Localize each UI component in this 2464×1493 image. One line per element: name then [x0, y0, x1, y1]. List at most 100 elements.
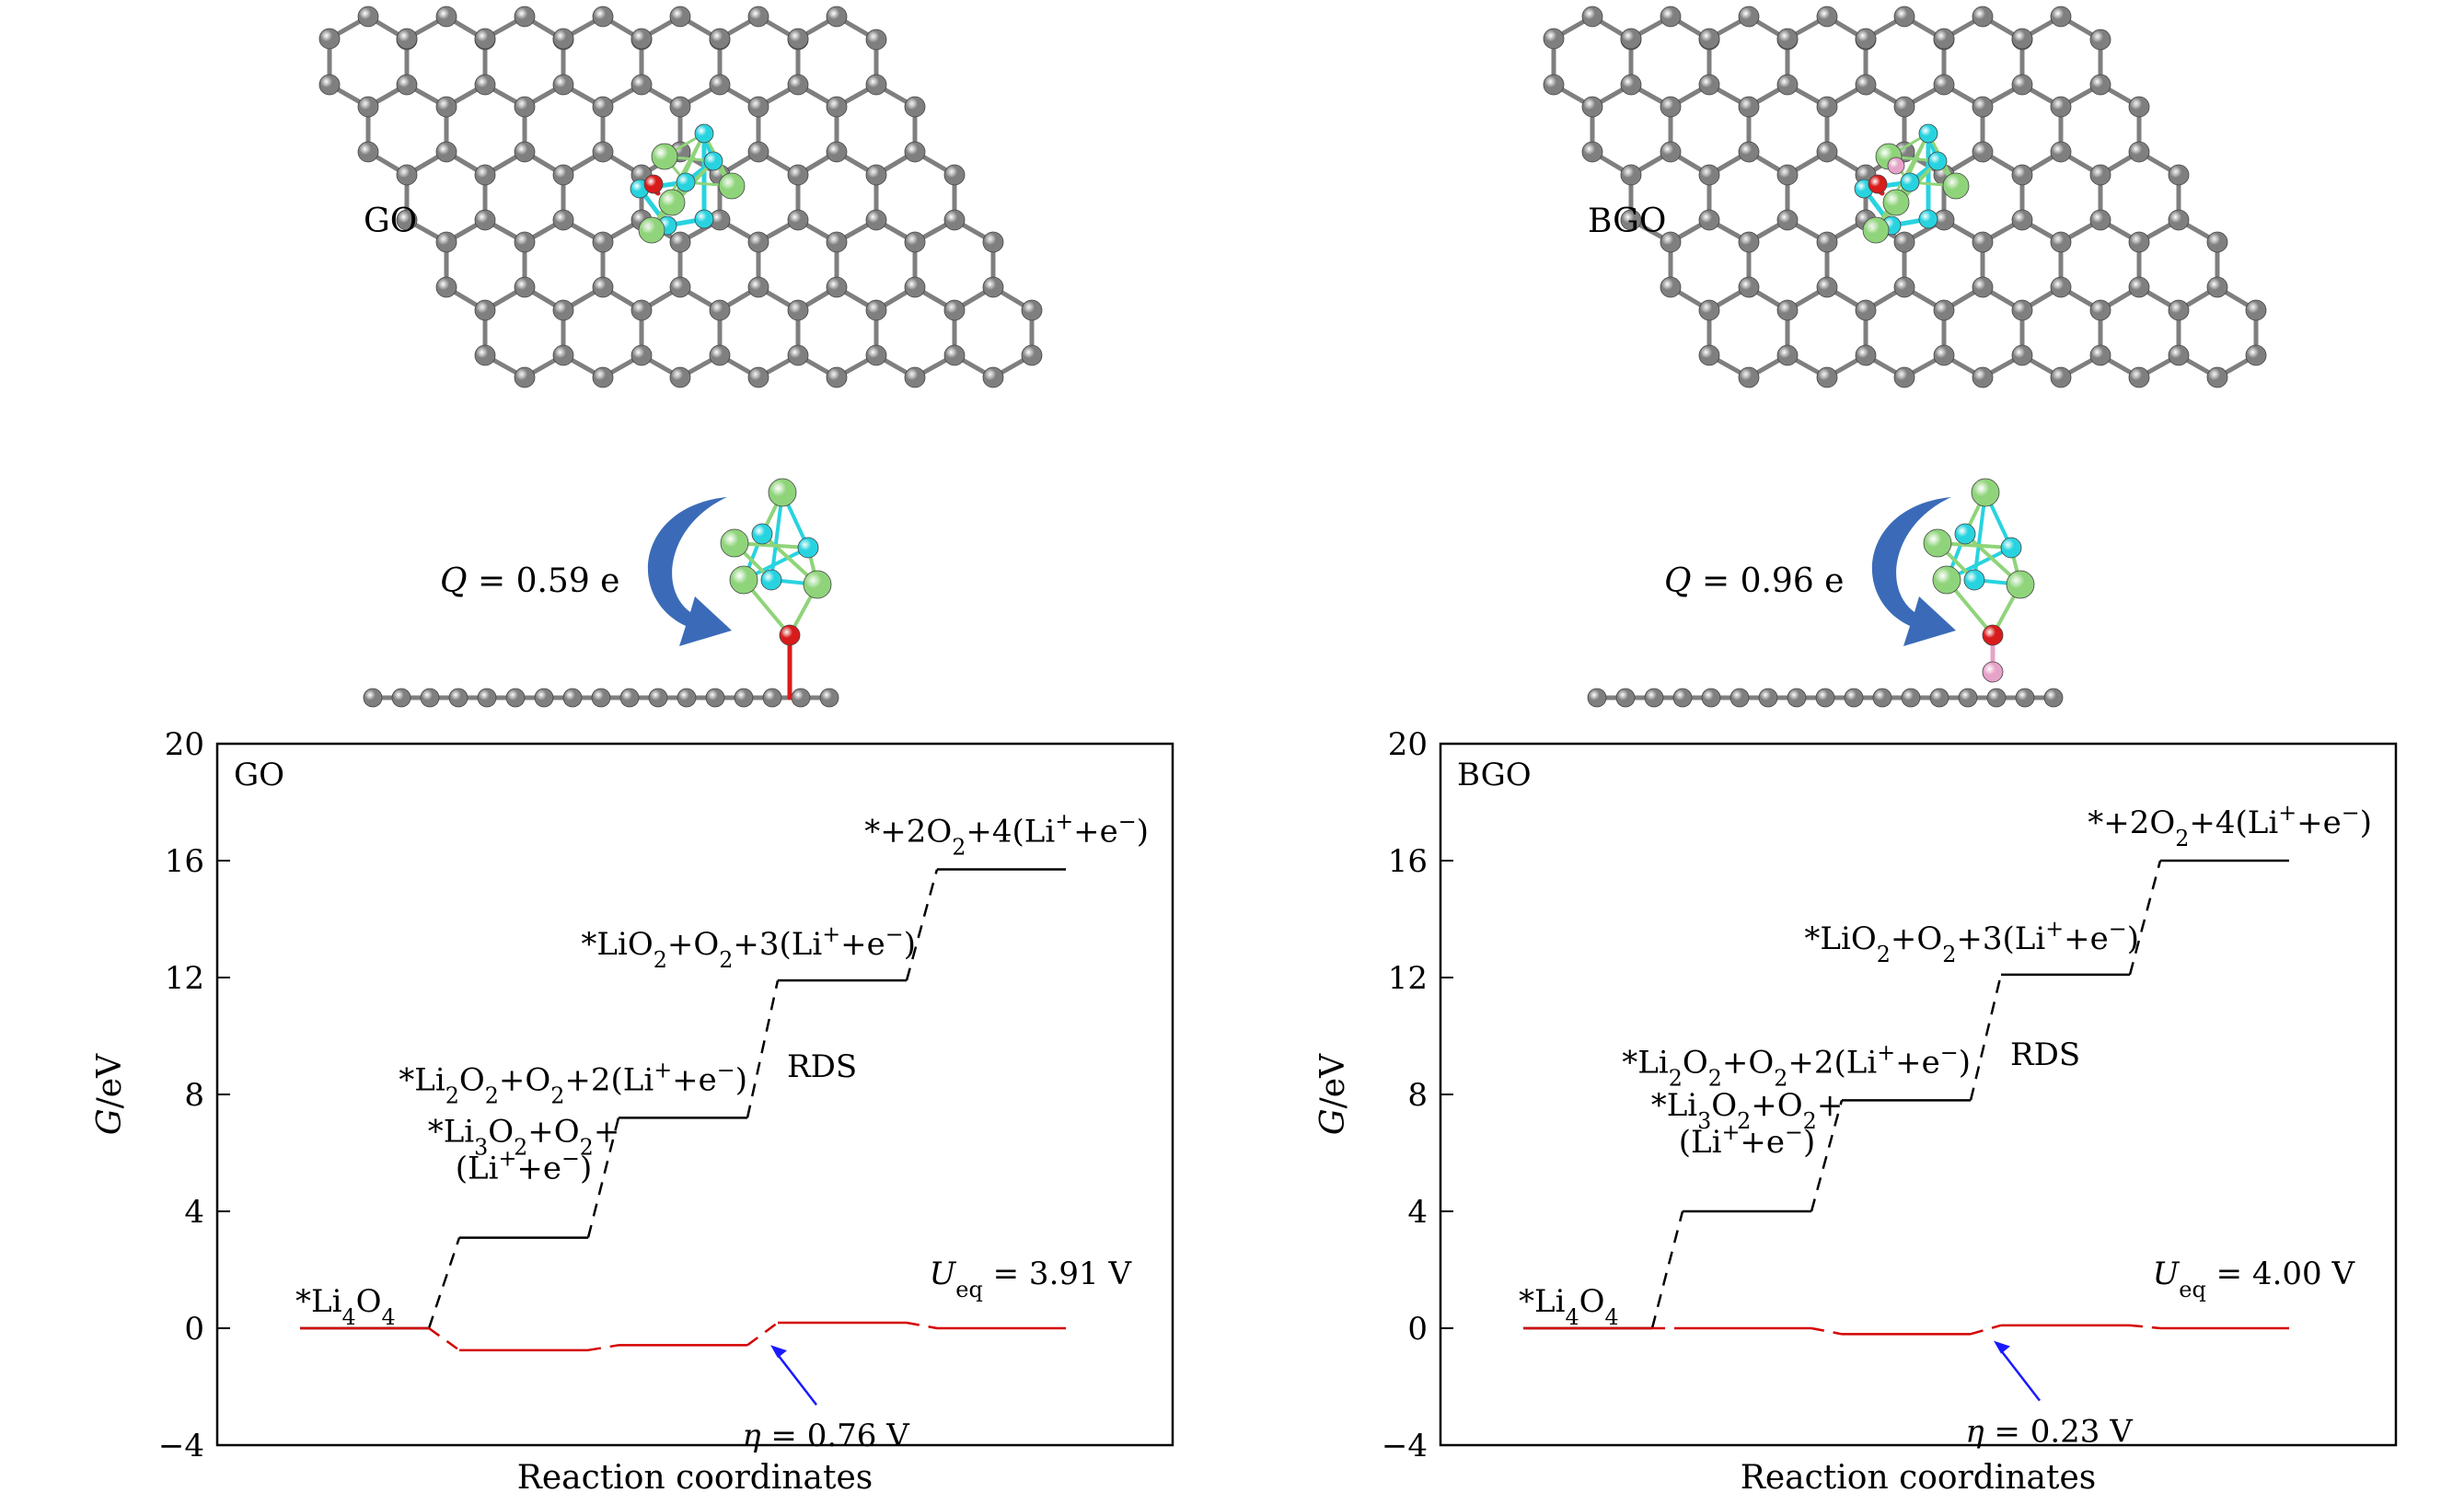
step-label: *+2O2+4(Li++e−)	[864, 809, 1149, 861]
carbon-atom	[552, 28, 574, 50]
step-label: *LiO2+O2+3(Li++e−)	[1804, 916, 2139, 967]
lithium-atom	[720, 528, 749, 558]
carbon-atom	[2089, 299, 2111, 321]
carbon-atom	[826, 141, 848, 163]
carbon-atom	[1620, 164, 1642, 186]
carbon-atom	[2168, 344, 2190, 366]
carbon-atom	[1698, 164, 1720, 186]
carbon-atom	[709, 28, 731, 50]
carbon-atom	[1776, 164, 1799, 186]
oxygen-atom	[694, 123, 714, 144]
step-label: (Li++e−)	[456, 1146, 593, 1187]
carbon-atom	[474, 299, 496, 321]
carbon-atom	[318, 74, 341, 96]
carbon-atom	[1872, 688, 1892, 708]
carbon-atom	[648, 688, 668, 708]
carbon-atom	[474, 164, 496, 186]
eta-pointer	[1998, 1347, 2041, 1402]
carbon-atom	[943, 299, 966, 321]
lithium-atom	[658, 189, 686, 216]
carbon-atom	[435, 231, 457, 253]
carbon-atom	[865, 299, 887, 321]
lithium-atom	[651, 143, 678, 170]
carbon-atom	[1958, 688, 1978, 708]
oxygen-atom	[694, 209, 714, 229]
carbon-atom	[630, 299, 653, 321]
carbon-atom	[2206, 366, 2228, 388]
oxygen-anchor-atom	[643, 174, 664, 194]
carbon-atom	[552, 164, 574, 186]
oxygen-anchor-atom	[779, 624, 801, 646]
carbon-atom	[2206, 276, 2228, 298]
graphene-top-view	[318, 6, 1043, 388]
equilibrium_potential-connector	[906, 1321, 938, 1330]
carbon-atom	[2043, 688, 2064, 708]
carbon-atom	[1758, 688, 1778, 708]
carbon-atom	[1698, 74, 1720, 96]
carbon-atom	[630, 344, 653, 366]
carbon-atom	[943, 344, 966, 366]
carbon-atom	[630, 74, 653, 96]
carbon-atom	[2011, 164, 2033, 186]
carbon-atom	[474, 344, 496, 366]
carbon-atom	[505, 688, 526, 708]
eta-label: η = 0.76 V	[742, 1418, 910, 1454]
oxygen-atom	[1954, 523, 1976, 545]
x-axis-label: Reaction coordinates	[517, 1459, 873, 1493]
carbon-atom	[2089, 344, 2111, 366]
boron-atom	[1887, 156, 1905, 175]
carbon-atom	[826, 96, 848, 118]
carbon-atom	[1660, 231, 1682, 253]
carbon-atom	[357, 141, 379, 163]
carbon-atom	[904, 141, 926, 163]
x-axis-label: Reaction coordinates	[1741, 1459, 2097, 1493]
carbon-atom	[1620, 28, 1642, 50]
carbon-atom	[1660, 141, 1682, 163]
carbon-atom	[2128, 366, 2150, 388]
plot-label: BGO	[1457, 757, 1532, 793]
carbon-atom	[1929, 688, 1949, 708]
y-axis-label: G/eV	[1314, 1053, 1352, 1135]
oxygen-atom	[2000, 537, 2022, 559]
carbon-atom	[2128, 231, 2150, 253]
oxygen-atom	[1963, 569, 1985, 591]
carbon-atom	[1816, 6, 1838, 28]
zero_potential-connector	[2128, 860, 2162, 976]
y-tick-label: 20	[165, 726, 204, 763]
carbon-atom	[2011, 28, 2033, 50]
rds-label: RDS	[2010, 1036, 2080, 1073]
carbon-atom	[1701, 688, 1721, 708]
carbon-atom	[826, 276, 848, 298]
step-label: (Li++e−)	[1679, 1119, 1816, 1161]
carbon-atom	[1972, 141, 1994, 163]
carbon-atom	[865, 344, 887, 366]
carbon-atom	[2050, 141, 2072, 163]
carbon-atom	[1893, 276, 1915, 298]
graphene-side-view	[1587, 478, 2064, 708]
lithium-atom	[1942, 172, 1970, 200]
carbon-atom	[1933, 344, 1955, 366]
carbon-atom	[747, 276, 769, 298]
carbon-atom	[514, 141, 536, 163]
carbon-atom	[435, 141, 457, 163]
carbon-atom	[1660, 96, 1682, 118]
carbon-atom	[1543, 28, 1565, 50]
carbon-atom	[592, 141, 614, 163]
carbon-atom	[2011, 299, 2033, 321]
y-tick-label: −4	[1382, 1428, 1428, 1464]
carbon-atom	[448, 688, 469, 708]
rds-label: RDS	[787, 1048, 857, 1085]
carbon-atom	[1972, 276, 1994, 298]
carbon-atom	[2011, 74, 2033, 96]
carbon-atom	[435, 96, 457, 118]
zero_potential-connector	[746, 979, 780, 1118]
lithium-atom	[768, 478, 797, 507]
carbon-atom	[826, 6, 848, 28]
carbon-atom	[357, 6, 379, 28]
carbon-atom	[943, 164, 966, 186]
carbon-atom	[1620, 209, 1642, 231]
oxygen-atom	[703, 151, 723, 171]
